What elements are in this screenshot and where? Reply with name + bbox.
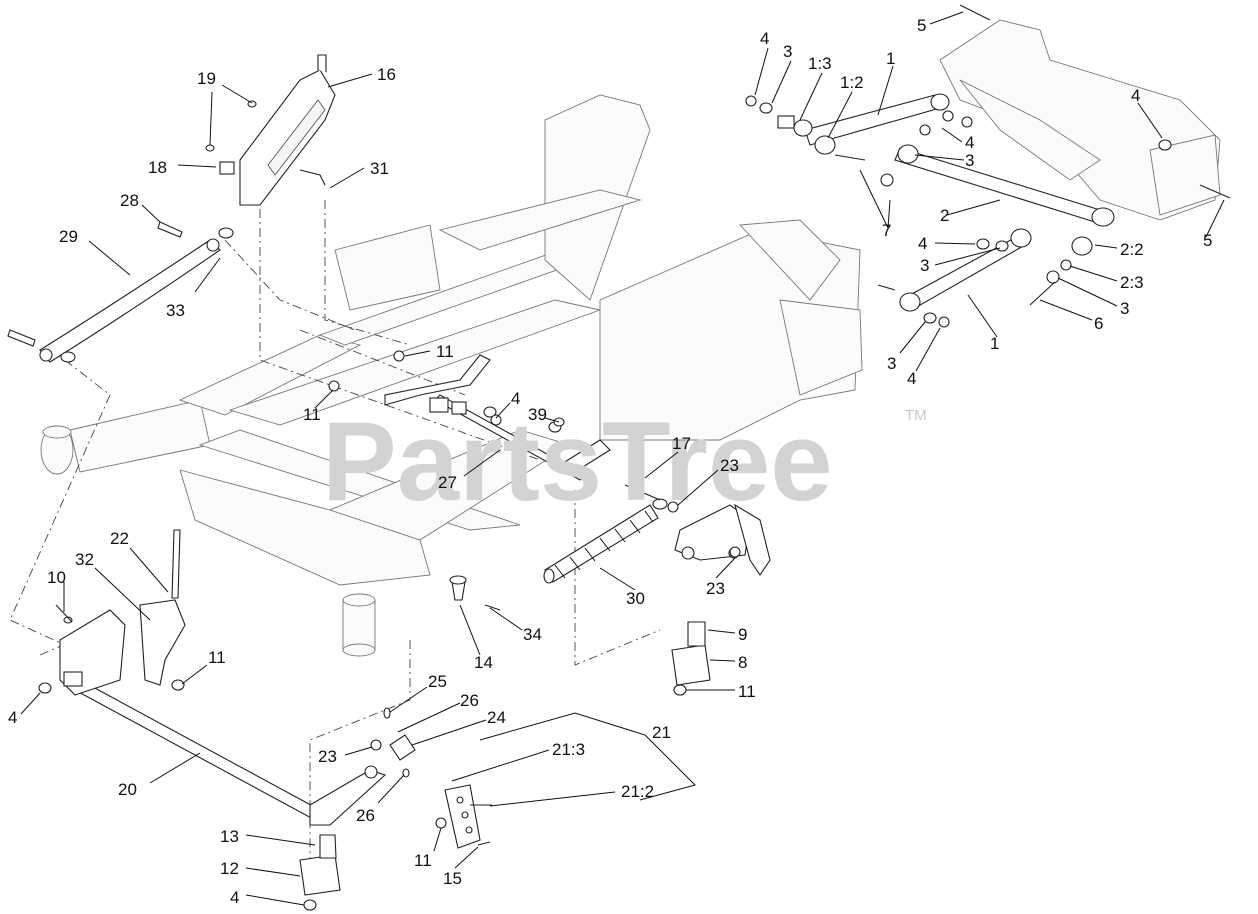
callout-23c: 23 <box>318 747 337 766</box>
callout-4f: 4 <box>965 133 974 152</box>
callout-3d: 3 <box>1120 299 1129 318</box>
callout-16: 16 <box>377 65 396 84</box>
callout-7: 7 <box>882 221 891 240</box>
callout-8: 8 <box>738 653 747 672</box>
callout-24: 24 <box>487 708 506 727</box>
callout-11d: 11 <box>738 682 756 701</box>
callout-32: 32 <box>75 550 94 569</box>
callout-11b: 11 <box>303 405 321 424</box>
callout-19: 19 <box>197 69 216 88</box>
callout-23a: 23 <box>720 456 739 475</box>
callout-5a: 5 <box>917 16 926 35</box>
callout-31: 31 <box>370 159 389 178</box>
callout-9: 9 <box>738 625 747 644</box>
callout-6: 6 <box>1094 314 1103 333</box>
callout-14: 14 <box>474 653 493 672</box>
callout-29: 29 <box>59 227 78 246</box>
callout-12: 12 <box>220 859 239 878</box>
part-20-front-shaft <box>38 529 387 826</box>
callout-21: 21 <box>652 723 671 742</box>
callout-21-3: 21:3 <box>552 740 585 759</box>
main-frame <box>40 94 863 657</box>
callout-34: 34 <box>523 625 542 644</box>
callout-3b: 3 <box>965 151 974 170</box>
callout-26b: 26 <box>356 806 375 825</box>
part-30-spring <box>543 498 771 584</box>
part-29-link <box>7 221 234 363</box>
callout-20: 20 <box>118 780 137 799</box>
callout-1-3: 1:3 <box>808 54 832 73</box>
part-21-chain-link <box>370 734 492 849</box>
callout-2-3: 2:3 <box>1120 273 1144 292</box>
callout-2: 2 <box>940 206 949 225</box>
callout-11c: 11 <box>208 648 226 667</box>
callout-39: 39 <box>528 405 547 424</box>
leader-lines <box>20 11 1225 906</box>
callout-1-2: 1:2 <box>840 73 864 92</box>
callout-10: 10 <box>47 568 66 587</box>
watermark: PartsTree TM <box>322 399 927 524</box>
callout-labels: 19 16 18 31 28 29 33 11 11 4 39 27 17 23… <box>8 16 1212 907</box>
callout-21-2: 21:2 <box>621 782 654 801</box>
callout-3e: 3 <box>887 354 896 373</box>
callout-28: 28 <box>120 191 139 210</box>
callout-33: 33 <box>166 301 185 320</box>
callout-4e: 4 <box>1131 86 1140 105</box>
callout-1a: 1 <box>886 49 895 68</box>
callout-30: 30 <box>626 589 645 608</box>
part-16-lever-housing <box>219 54 336 206</box>
part-8-9-bushing-right <box>671 621 711 696</box>
callout-4d: 4 <box>760 29 769 48</box>
callout-4a: 4 <box>511 389 520 408</box>
watermark-text: PartsTree <box>322 399 833 524</box>
callout-3a: 3 <box>783 42 792 61</box>
callout-18: 18 <box>148 158 167 177</box>
callout-2-2: 2:2 <box>1120 240 1144 259</box>
part-1-2-links <box>745 4 1231 328</box>
callout-25: 25 <box>428 672 447 691</box>
callout-4b: 4 <box>8 708 17 727</box>
part-12-13-bushing-bottom <box>299 834 341 911</box>
rear-subframe <box>939 19 1221 221</box>
callout-22: 22 <box>110 529 129 548</box>
callout-11a: 11 <box>436 342 454 361</box>
callout-13: 13 <box>220 827 239 846</box>
callout-4g: 4 <box>918 234 927 253</box>
callout-23b: 23 <box>706 579 725 598</box>
callout-26a: 26 <box>460 691 479 710</box>
callout-5b: 5 <box>1203 231 1212 250</box>
callout-11e: 11 <box>414 851 432 870</box>
callout-3c: 3 <box>920 256 929 275</box>
watermark-tm: TM <box>905 407 927 424</box>
callout-4h: 4 <box>907 369 916 388</box>
callout-27: 27 <box>438 473 457 492</box>
callout-15: 15 <box>443 869 462 888</box>
callout-1b: 1 <box>990 334 999 353</box>
callout-4c: 4 <box>230 888 239 907</box>
callout-17: 17 <box>672 434 691 453</box>
